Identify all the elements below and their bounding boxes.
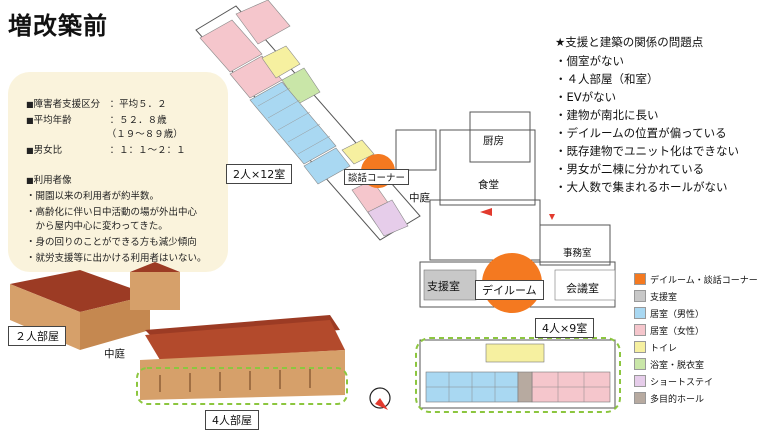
label-room-2x12: 2人×12室 (226, 164, 293, 184)
meeting-room-block (554, 269, 616, 301)
page-title: 増改築前 (8, 12, 108, 40)
label-support-room: 支援室 (427, 280, 460, 293)
info-text: （１９～８９歳） (26, 129, 183, 140)
info-text: ・就労支援等に出かける利用者はいない。 (26, 253, 207, 264)
label-day-room: デイルーム (475, 280, 544, 300)
issue-item: ・既存建物でユニット化はできない (555, 144, 739, 158)
info-text: ・身の回りのことができる方も減少傾向 (26, 237, 197, 248)
info-line: ■障害者支援区分 ：平均５．２ (26, 96, 167, 110)
info-line: ・身の回りのことができる方も減少傾向 (26, 234, 197, 248)
issue-item: ・大人数で集まれるホールがない (555, 180, 728, 194)
issue-item: ・男女が二棟に分かれている (555, 162, 705, 176)
bullet-square-icon: ■ (26, 176, 34, 185)
info-line: ■利用者像 (26, 172, 72, 186)
info-line: ・高齢化に伴い日中活動の場が外出中心 (26, 204, 197, 218)
south-block-frame (415, 337, 621, 413)
legend-swatch (634, 290, 646, 302)
legend-swatch (634, 358, 646, 370)
label-kitchen: 厨房 (483, 135, 504, 147)
issue-item: ・４人部屋（和室） (555, 72, 659, 86)
info-text: から屋内中心に変わってきた。 (26, 221, 168, 232)
label-meeting-room: 会議室 (566, 282, 599, 295)
label-two-person-room: ２人部屋 (8, 326, 66, 346)
bullet-square-icon: ■ (26, 100, 34, 109)
info-text: ・高齢化に伴い日中活動の場が外出中心 (26, 207, 198, 218)
issue-item: ・個室がない (555, 54, 624, 68)
legend-swatch (634, 324, 646, 336)
issue-item: ・EVがない (555, 90, 617, 104)
issues-heading: ★支援と建築の関係の問題点 (555, 35, 704, 49)
info-text: ・開園以来の利用者が約半数。 (26, 191, 160, 202)
four-person-room-frame (136, 367, 348, 405)
info-line: ・開園以来の利用者が約半数。 (26, 188, 159, 202)
label-talk-corner: 談話コーナー (344, 169, 410, 185)
south-block (419, 339, 616, 409)
compass-icon (369, 387, 391, 410)
info-text: 障害者支援区分 ：平均５．２ (33, 99, 167, 110)
legend-swatch (634, 341, 646, 353)
info-text: 男女比 ：１：１～２：１ (33, 145, 186, 156)
legend-swatch (634, 392, 646, 404)
label-dining: 食堂 (478, 179, 499, 191)
diagonal-wing (195, 0, 421, 241)
info-line: ■男女比 ：１：１～２：１ (26, 142, 186, 156)
info-text: 利用者像 (33, 175, 72, 186)
info-line: （１９～８９歳） (26, 126, 183, 140)
label-office: 事務室 (563, 248, 592, 259)
resident-info-box: ■障害者支援区分 ：平均５．２■平均年齢 ：５２．８歳 （１９～８９歳）■男女比… (8, 72, 228, 272)
info-line: から屋内中心に変わってきた。 (26, 218, 168, 232)
bullet-square-icon: ■ (26, 146, 34, 155)
issue-item: ・建物が南北に長い (555, 108, 659, 122)
info-line: ・就労支援等に出かける利用者はいない。 (26, 250, 207, 264)
building-3d (10, 262, 345, 400)
bullet-square-icon: ■ (26, 116, 34, 125)
legend-swatch (634, 307, 646, 319)
label-room-4x9: 4人×9室 (535, 318, 595, 338)
info-line: ■平均年齢 ：５２．８歳 (26, 112, 167, 126)
support-room-block (423, 269, 477, 301)
label-four-person-room: 4人部屋 (205, 410, 259, 430)
label-courtyard-3d: 中庭 (104, 348, 125, 360)
legend: デイルーム・談話コーナー 支援室 居室（男性） 居室（女性） トイレ 浴室・脱衣… (634, 272, 768, 405)
legend-swatch (634, 273, 646, 285)
info-text: 平均年齢 ：５２．８歳 (33, 115, 167, 126)
label-courtyard-plan: 中庭 (409, 192, 430, 204)
issue-item: ・デイルームの位置が偏っている (555, 126, 727, 140)
legend-swatch (634, 375, 646, 387)
